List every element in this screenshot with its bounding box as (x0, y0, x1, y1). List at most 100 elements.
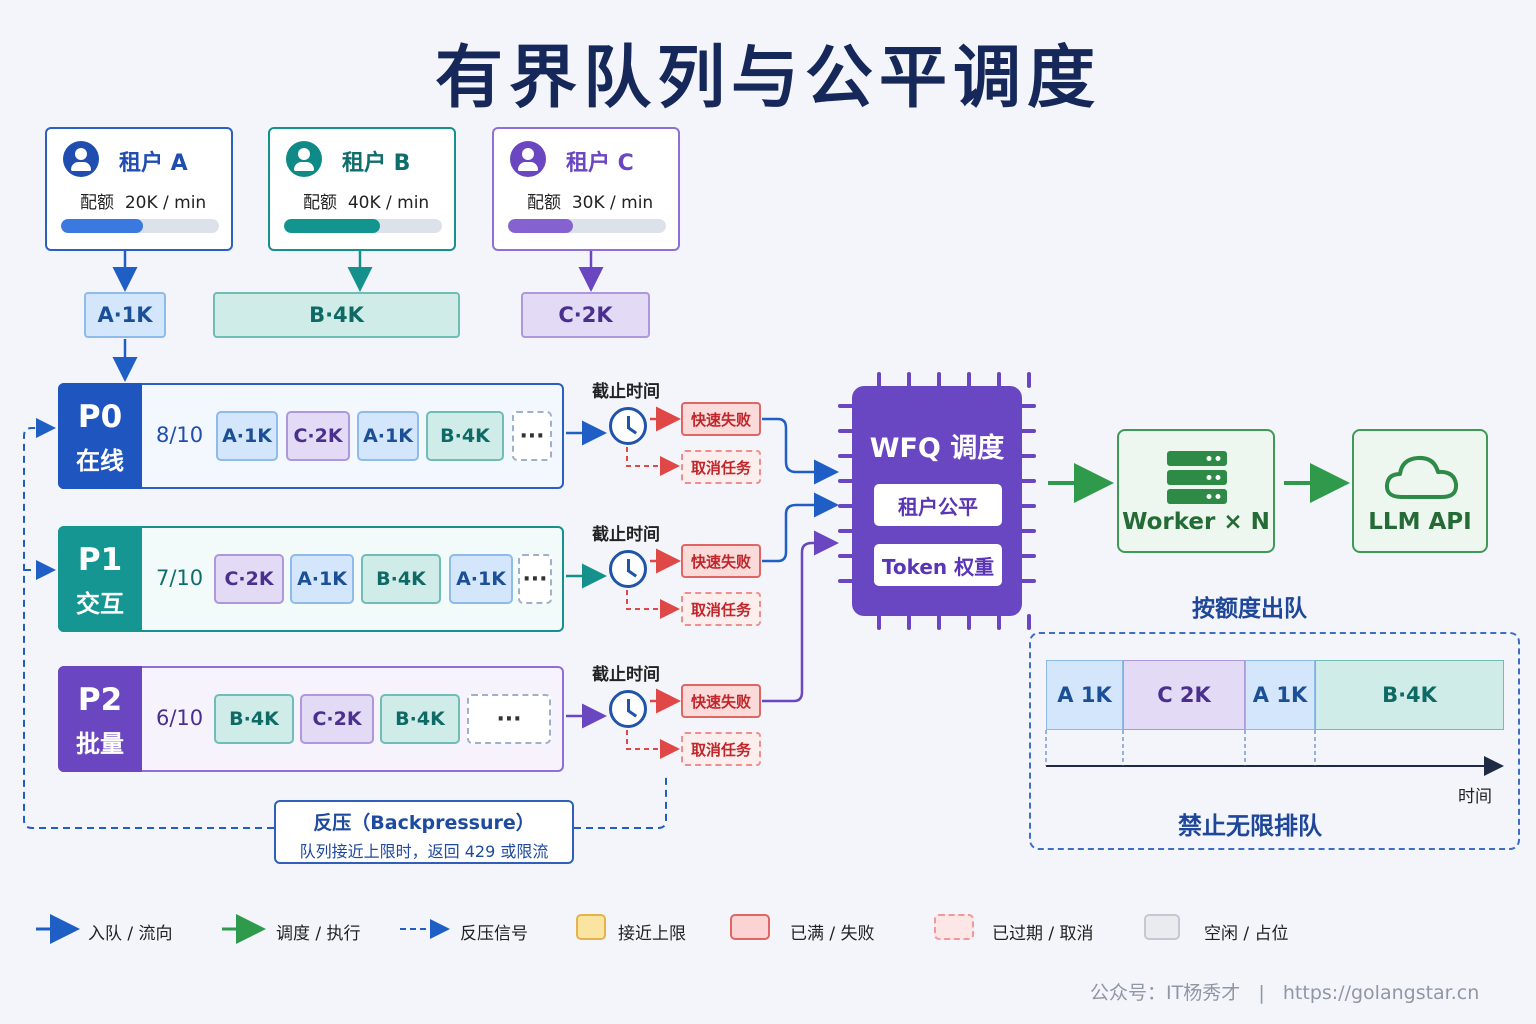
queue-item: A·1K (290, 554, 354, 604)
cancel-badge: 取消任务 (681, 450, 761, 484)
queue-item: A·1K (357, 411, 419, 461)
tenant-card-c: 租户 C 配额 30K / min (492, 127, 680, 251)
llm-label: LLM API (1368, 509, 1472, 535)
cancel-badge: 取消任务 (681, 732, 761, 766)
legend-swatch-idle (1144, 914, 1180, 940)
chip-pin (1020, 529, 1036, 533)
queue-p0: P0 在线 8/10 A·1K C·2K A·1K B·4K ··· (58, 383, 564, 489)
tenant-quota: 配额 40K / min (303, 193, 430, 213)
deadline-label: 截止时间 (592, 382, 660, 402)
queue-count: 7/10 (156, 566, 204, 590)
chip-pin (1020, 504, 1036, 508)
legend-label: 入队 / 流向 (88, 924, 173, 944)
dequeue-title: 按额度出队 (1192, 596, 1307, 622)
quota-bar (508, 219, 666, 233)
chip-pin (838, 554, 854, 558)
chip-pin (907, 614, 911, 630)
legend-label: 反压信号 (460, 924, 528, 944)
queue-p2: P2 批量 6/10 B·4K C·2K B·4K ··· (58, 666, 564, 772)
timeline-segment: A 1K (1046, 660, 1123, 730)
chip-pin (1027, 372, 1031, 388)
chip-pin (997, 614, 1001, 630)
deadline-label: 截止时间 (592, 525, 660, 545)
worker-label: Worker × N (1122, 509, 1270, 535)
queue-count: 6/10 (156, 706, 204, 730)
worker-box: Worker × N (1117, 429, 1275, 553)
chip-pin (877, 372, 881, 388)
queue-item: B·4K (361, 554, 441, 604)
queue-item: B·4K (426, 411, 504, 461)
incoming-tag-c: C·2K (521, 292, 650, 338)
legend-label: 空闲 / 占位 (1204, 924, 1289, 944)
axis-label: 时间 (1458, 787, 1492, 807)
tenant-name: 租户 A (119, 151, 188, 176)
backpressure-desc: 队列接近上限时，返回 429 或限流 (299, 842, 549, 861)
queue-item: B·4K (214, 694, 294, 744)
queue-item: C·2K (214, 554, 284, 604)
chip-pin (1020, 554, 1036, 558)
deadline-label: 截止时间 (592, 665, 660, 685)
footer-url[interactable]: https://golangstar.cn (1282, 982, 1480, 1004)
legend-label: 调度 / 执行 (276, 924, 361, 944)
fast-fail-badge: 快速失败 (681, 684, 761, 718)
timeline-segment: B·4K (1315, 660, 1504, 730)
tenant-quota: 配额 30K / min (527, 193, 654, 213)
wfq-title: WFQ 调度 (869, 433, 1005, 464)
chip-pin (1020, 454, 1036, 458)
footer: 公众号：IT杨秀才 | https://golangstar.cn (1090, 978, 1479, 1005)
timeline-segment: C 2K (1123, 660, 1245, 730)
footer-separator: | (1258, 982, 1265, 1004)
chip-pin (1020, 479, 1036, 483)
cloud-icon (1384, 455, 1459, 499)
flow-p0-wfq (762, 417, 839, 485)
queue-priority-label: P0 在线 (58, 383, 142, 489)
chip-pin (1020, 429, 1036, 433)
chip-pin (1020, 579, 1036, 583)
tenant-quota: 配额 20K / min (80, 193, 207, 213)
chip-pin (937, 372, 941, 388)
incoming-tag-a: A·1K (84, 292, 166, 338)
clock-icon (609, 690, 647, 728)
queue-item: C·2K (286, 411, 350, 461)
queue-item: C·2K (300, 694, 374, 744)
tenant-card-a: 租户 A 配额 20K / min (45, 127, 233, 251)
chip-pin (838, 529, 854, 533)
footer-account: 公众号：IT杨秀才 (1090, 982, 1241, 1004)
queue-item: A·1K (449, 554, 513, 604)
chip-pin (997, 372, 1001, 388)
clock-icon (609, 407, 647, 445)
timeline-box (1029, 632, 1520, 850)
chip-pin (967, 372, 971, 388)
backpressure-box: 反压（Backpressure） 队列接近上限时，返回 429 或限流 (274, 800, 574, 864)
chip-pin (1020, 404, 1036, 408)
user-icon (286, 141, 322, 177)
backpressure-title: 反压（Backpressure） (313, 812, 535, 834)
llm-api-box: LLM API (1352, 429, 1488, 553)
quota-bar (284, 219, 442, 233)
queue-item: B·4K (380, 694, 460, 744)
tenant-name: 租户 C (566, 151, 634, 176)
tenant-name: 租户 B (342, 151, 411, 176)
user-icon (510, 141, 546, 177)
chip-pin (877, 614, 881, 630)
page-title: 有界队列与公平调度 (434, 39, 1101, 118)
queue-more: ··· (512, 411, 552, 461)
chip-pin (838, 479, 854, 483)
wfq-token-weight: Token 权重 (874, 544, 1002, 586)
clock-icon (609, 550, 647, 588)
queue-more: ··· (518, 554, 552, 604)
queue-priority-label: P2 批量 (58, 666, 142, 772)
user-icon (63, 141, 99, 177)
tenant-card-b: 租户 B 配额 40K / min (268, 127, 456, 251)
timeline-segment: A 1K (1245, 660, 1315, 730)
flow-p1-wfq (762, 492, 839, 563)
chip-pin (937, 614, 941, 630)
legend-label: 接近上限 (618, 924, 686, 944)
chip-pin (907, 372, 911, 388)
queue-item: A·1K (216, 411, 278, 461)
fast-fail-badge: 快速失败 (681, 544, 761, 578)
legend-swatch-full (730, 914, 770, 940)
fast-fail-badge: 快速失败 (681, 402, 761, 436)
wfq-scheduler: WFQ 调度 租户公平 Token 权重 (852, 386, 1022, 616)
chip-pin (838, 454, 854, 458)
